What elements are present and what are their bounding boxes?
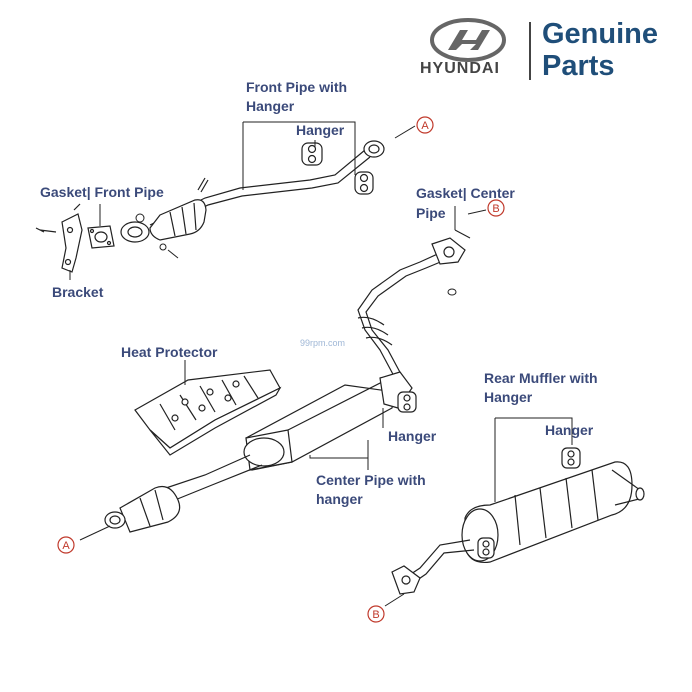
label-center-pipe-line2: hanger [316,491,363,507]
center-pipe [104,237,466,533]
hyundai-logo-icon [430,18,506,62]
brand-name: HYUNDAI [420,60,500,77]
label-center-pipe-line1: Center Pipe with [316,472,426,488]
label-rear-muffler-line1: Rear Muffler with [484,370,598,386]
label-center-hanger: Hanger [388,428,437,444]
nut-icon [447,288,457,296]
front-bolts [135,213,179,259]
label-bracket: Bracket [52,284,104,300]
callout-b-top: B [487,199,505,217]
gasket-front-pipe-part [87,225,115,249]
svg-text:A: A [421,120,429,132]
callout-a-top: A [416,116,434,134]
label-front-pipe-line2: Hanger [246,98,295,114]
label-heat-protector: Heat Protector [121,344,218,360]
svg-text:B: B [372,609,379,621]
label-front-pipe-line1: Front Pipe with [246,79,348,95]
tagline-genuine: Genuine [542,18,659,50]
svg-text:A: A [62,540,70,552]
front-leaders [69,121,416,280]
rear-hanger-rubber [477,447,581,559]
label-rear-hanger: Hanger [545,422,594,438]
rear-muffler-part [391,461,645,595]
label-gasket-center-line1: Gasket| Center [416,185,515,201]
front-pipe [120,140,385,243]
tagline-parts: Parts [542,50,615,82]
svg-text:B: B [492,203,499,215]
front-hanger-rubber [301,142,374,195]
heat-protector-part [134,369,282,456]
label-front-hanger: Hanger [296,122,345,138]
callout-a-bottom: A [57,536,75,554]
label-rear-muffler-line2: Hanger [484,389,533,405]
label-gasket-center-line2: Pipe [416,205,446,221]
label-gasket-front-pipe: Gasket| Front Pipe [40,184,164,200]
center-hanger-rubber [397,391,417,413]
watermark: 99rpm.com [300,338,346,348]
center-leaders [309,206,487,470]
rear-leaders [79,417,573,607]
callout-b-bottom: B [367,605,385,623]
bracket-part [35,203,83,273]
